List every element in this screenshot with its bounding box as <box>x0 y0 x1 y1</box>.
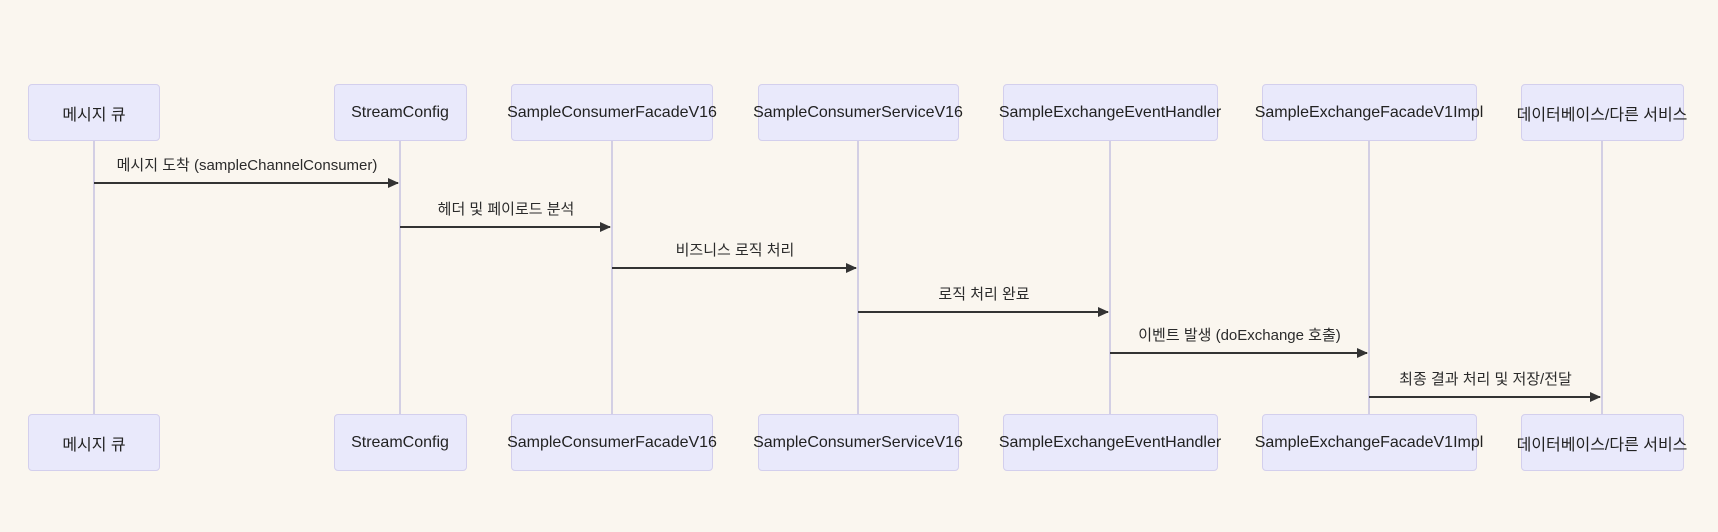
arrowhead-icon <box>1590 392 1601 402</box>
lifeline <box>1601 141 1603 414</box>
actor-box-top-1: StreamConfig <box>333 84 467 141</box>
message-arrow-line <box>1110 348 1368 358</box>
arrowhead-icon <box>1357 348 1368 358</box>
message-label: 메시지 도착 (sampleChannelConsumer) <box>116 157 378 174</box>
actor-box-top-4: SampleExchangeEventHandler <box>999 84 1221 141</box>
actor-label: 데이터베이스/다른 서비스 <box>1516 106 1688 124</box>
actor-label: SampleExchangeEventHandler <box>998 103 1222 121</box>
actor-label: SampleConsumerFacadeV16 <box>507 433 717 451</box>
lifeline <box>93 141 95 414</box>
actor-label: StreamConfig <box>351 103 449 121</box>
actor-box-bottom-3: SampleConsumerServiceV16 <box>753 414 963 471</box>
actor-box-top-6: 데이터베이스/다른 서비스 <box>1517 84 1687 141</box>
lifeline <box>1368 141 1370 414</box>
actor-label: SampleConsumerServiceV16 <box>753 433 963 451</box>
message-arrow-line <box>400 222 611 232</box>
message-label: 최종 결과 처리 및 저장/전달 <box>1399 371 1572 388</box>
message-arrow-line <box>858 307 1109 317</box>
actor-box-bottom-1: StreamConfig <box>333 414 467 471</box>
actor-box-top-5: SampleExchangeFacadeV1Impl <box>1255 84 1483 141</box>
message-arrow-line <box>94 178 399 188</box>
actor-box-bottom-2: SampleConsumerFacadeV16 <box>507 414 717 471</box>
message-label: 로직 처리 완료 <box>938 286 1030 303</box>
actor-label: SampleExchangeFacadeV1Impl <box>1254 103 1484 121</box>
message-arrow-line <box>612 263 857 273</box>
actor-label: StreamConfig <box>351 433 449 451</box>
actor-box-bottom-5: SampleExchangeFacadeV1Impl <box>1255 414 1483 471</box>
arrowhead-icon <box>846 263 857 273</box>
arrowhead-icon <box>600 222 611 232</box>
actor-label: SampleConsumerServiceV16 <box>753 103 963 121</box>
actor-box-top-3: SampleConsumerServiceV16 <box>753 84 963 141</box>
message-label: 헤더 및 페이로드 분석 <box>437 201 575 218</box>
message-arrow-line <box>1369 392 1601 402</box>
actor-box-top-2: SampleConsumerFacadeV16 <box>507 84 717 141</box>
lifeline <box>1109 141 1111 414</box>
actor-box-bottom-0: 메시지 큐 <box>28 414 160 471</box>
actor-box-top-0: 메시지 큐 <box>28 84 160 141</box>
lifeline <box>399 141 401 414</box>
arrowhead-icon <box>1098 307 1109 317</box>
actor-label: SampleExchangeEventHandler <box>998 433 1222 451</box>
actor-box-bottom-4: SampleExchangeEventHandler <box>999 414 1221 471</box>
actor-label: 메시지 큐 <box>62 436 126 454</box>
message-label: 비즈니스 로직 처리 <box>675 242 795 259</box>
actor-label: SampleConsumerFacadeV16 <box>507 103 717 121</box>
message-label: 이벤트 발생 (doExchange 호출) <box>1138 327 1341 344</box>
actor-label: 데이터베이스/다른 서비스 <box>1516 436 1688 454</box>
lifeline <box>611 141 613 414</box>
lifeline <box>857 141 859 414</box>
actor-label: 메시지 큐 <box>62 106 126 124</box>
arrowhead-icon <box>388 178 399 188</box>
actor-box-bottom-6: 데이터베이스/다른 서비스 <box>1517 414 1687 471</box>
actor-label: SampleExchangeFacadeV1Impl <box>1254 433 1484 451</box>
